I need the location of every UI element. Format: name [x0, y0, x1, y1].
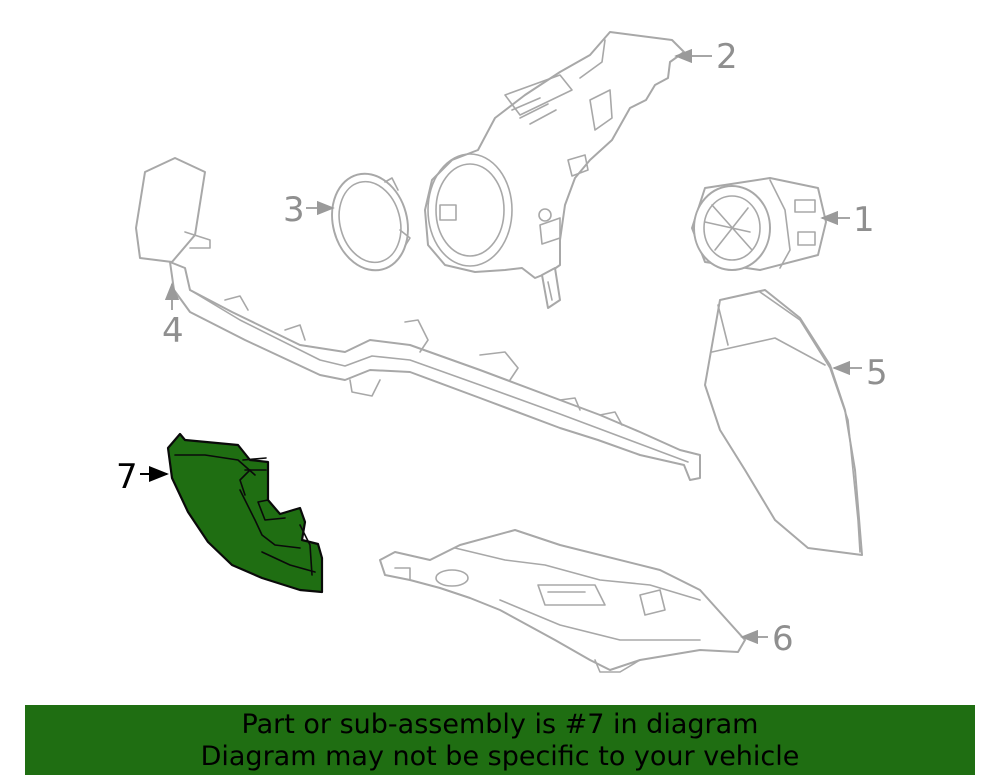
callout-5: 5 — [866, 353, 888, 393]
callout-3: 3 — [283, 190, 305, 230]
parts-diagram: 2 1 3 4 5 6 7 — [116, 31, 888, 673]
part-4-bracket — [135, 157, 701, 481]
banner-line-2: Diagram may not be specific to your vehi… — [200, 741, 800, 772]
part-3-ring — [331, 172, 411, 272]
callout-4: 4 — [162, 311, 184, 351]
callout-6: 6 — [772, 619, 794, 659]
part-7-cover-highlighted — [166, 432, 324, 594]
part-6-tray — [379, 529, 746, 673]
callout-7: 7 — [116, 457, 138, 497]
callout-2: 2 — [716, 37, 738, 77]
info-banner: Part or sub-assembly is #7 in diagram Di… — [25, 705, 975, 775]
part-2-column-housing — [424, 31, 685, 309]
banner-line-1: Part or sub-assembly is #7 in diagram — [241, 709, 759, 740]
part-1-air-vent — [691, 177, 827, 271]
callout-1: 1 — [853, 200, 875, 240]
part-5-side-panel — [704, 289, 863, 556]
